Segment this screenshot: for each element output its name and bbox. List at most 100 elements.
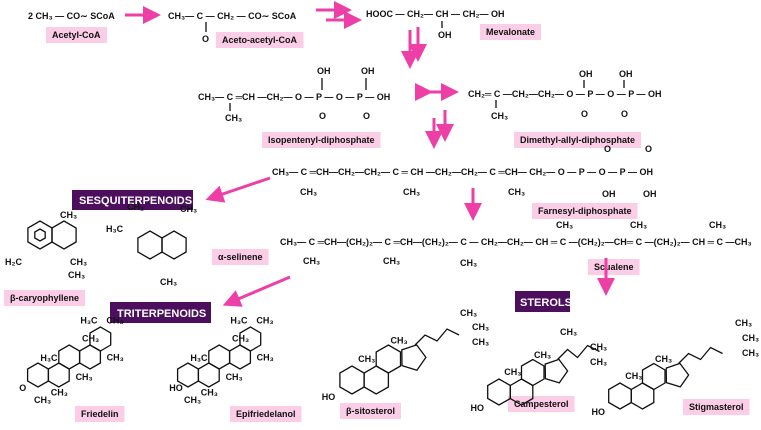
ring-bond	[208, 344, 231, 370]
triterpenoids-header-bg	[110, 302, 211, 323]
beta-sitosterol-label: β-sitosterol	[346, 406, 395, 416]
dimethylallyl-label: Dimethyl-allyl-diphosphate	[520, 135, 635, 145]
oxygen: O	[319, 111, 326, 121]
substituent-group: H₃C	[230, 315, 248, 325]
sterols-header-bg	[515, 291, 570, 312]
substituent-group: H₃C	[190, 353, 208, 363]
methyl-group: CH₃	[508, 187, 525, 197]
substituent-group: CH₃	[735, 318, 752, 328]
ring-bond	[487, 378, 511, 406]
label-box	[340, 403, 401, 419]
ring-structures: CH₃CH₃HOCH₃CH₃CH₃CH₃CH₃HOCH₃CH₃CH₃CH₃CH₃…	[5, 202, 759, 417]
oh-group: OH	[619, 69, 633, 79]
substituent-group: CH₂	[127, 202, 144, 212]
label-box	[532, 203, 638, 219]
squalene-label: Scualene	[594, 262, 634, 272]
oh-group: OH	[643, 189, 657, 199]
label-box	[212, 249, 269, 265]
ring-bond	[608, 382, 632, 410]
substituent-group: HO	[470, 403, 484, 413]
label-box	[514, 132, 642, 148]
substituent-group: H₃C	[40, 353, 58, 363]
methyl-group: CH₃	[556, 220, 573, 230]
methyl-group: CH₃	[383, 256, 400, 266]
ring-bond	[58, 344, 81, 370]
ring-bond	[544, 358, 569, 384]
acetoacetyl-coa-label: Aceto-acetyl-CoA	[222, 35, 298, 45]
triterpenoids-header: TRITERPENOIDS	[117, 308, 206, 320]
substituent-group: CH₃	[257, 353, 274, 363]
sesquiterpenoids-header: SESQUITERPENOIDS	[79, 195, 192, 207]
farnesyl-formula: CH₃— C ═CH—CH₂—CH₂— C ═ CH —CH₂—CH₂— C ═…	[272, 167, 653, 177]
substituent-group: HO	[591, 407, 605, 417]
substituent-group: H₃C	[106, 224, 124, 234]
substituent-group: CH₃	[742, 348, 759, 358]
label-box	[480, 24, 542, 40]
isopentenyl-label: Isopentenyl-diphosphate	[268, 135, 375, 145]
acetoacetyl-coa-formula: CH₃— C — CH₂ — CO∼ SCoA	[168, 11, 297, 21]
substituent-group: CH₃	[70, 257, 87, 267]
friedelin-label: Friedelin	[81, 409, 119, 419]
isopentenyl-diphosphate-structure: CH₃— C ═CH —CH₂— O — P — O — P — OH OH O…	[198, 66, 390, 145]
reaction-arrow	[205, 176, 271, 203]
methyl-group: CH₃	[303, 256, 320, 266]
oxygen: O	[621, 109, 628, 119]
beta-caryophyllene-label: β-caryophyllene	[10, 293, 79, 303]
farnesyl-label: Farnesyl-diphosphate	[538, 206, 632, 216]
ring-bond	[137, 230, 163, 260]
carbonyl-oxygen: O	[202, 34, 209, 44]
substituent-group: CH₃	[390, 336, 407, 346]
label-box	[508, 396, 575, 412]
substituent-group: H₃C	[80, 315, 98, 325]
substituent-group: CH₃	[107, 353, 124, 363]
sesquiterpenoids-header-bg	[72, 190, 193, 210]
ring-bond	[26, 362, 50, 388]
substituent-group: H₂C	[5, 257, 22, 267]
ring-bond	[239, 326, 262, 352]
ring-bond	[520, 358, 545, 387]
substituent-group: HO	[169, 383, 183, 393]
substituent-group: CH₃	[201, 387, 218, 397]
substituent-group: HO	[322, 392, 336, 402]
ring-bond	[641, 362, 666, 391]
substituent-group: CH₃	[590, 342, 607, 352]
substituent-group: CH₃	[534, 350, 551, 360]
reaction-arrows	[125, 1, 615, 307]
reaction-arrow	[222, 275, 291, 307]
substituent-group: CH₃	[68, 270, 85, 280]
side-chain-bond	[678, 346, 723, 364]
substituent-group: CH₃	[180, 204, 197, 214]
substituent-group: CH₃	[34, 395, 51, 405]
substituent-group: CH₃	[160, 277, 177, 287]
oh-group: OH	[579, 69, 593, 79]
squalene-structure: CH₃— C ═CH—(CH₂)₂— C ═CH—(CH₂)₂— C — CH₂…	[280, 220, 752, 272]
oh-group: OH	[317, 66, 331, 76]
acetyl-coa-formula: 2 CH₃ — CO∼ SCoA	[28, 11, 115, 21]
sterols-header: STEROLS	[520, 297, 572, 309]
side-chain-bond	[557, 344, 600, 360]
methyl-group: CH₃	[491, 111, 508, 121]
substituent-group: CH₃	[232, 333, 249, 343]
substituent-group: CH₃	[106, 315, 123, 325]
farnesyl-diphosphate-structure: CH₃— C ═CH—CH₂—CH₂— C ═ CH —CH₂—CH₂— C ═…	[272, 144, 657, 216]
methyl-group: CH₃	[403, 187, 420, 197]
substituent-group: CH₃	[226, 372, 243, 382]
ring-bond	[27, 220, 53, 250]
stigmasterol-label: Stigmasterol	[689, 402, 744, 412]
ring-bond	[34, 228, 46, 242]
label-box	[230, 406, 302, 422]
label-box	[46, 27, 108, 43]
label-box	[683, 399, 750, 415]
oh-group: OH	[602, 189, 616, 199]
oxygen: O	[645, 144, 652, 154]
ring-bond	[89, 326, 112, 352]
dimethylallyl-formula: CH₂═ C —CH₂—CH₂— O — P — O — P — OH	[468, 89, 662, 99]
substituent-group: CH₃	[625, 371, 642, 381]
mevalonate-label: Mevalonate	[486, 27, 535, 37]
substituent-group: CH₃	[504, 367, 521, 377]
acetyl-coa-label: Acetyl-CoA	[52, 30, 101, 40]
ring-bond	[375, 344, 402, 374]
oh-group: OH	[361, 66, 375, 76]
ring-bond	[401, 344, 427, 371]
